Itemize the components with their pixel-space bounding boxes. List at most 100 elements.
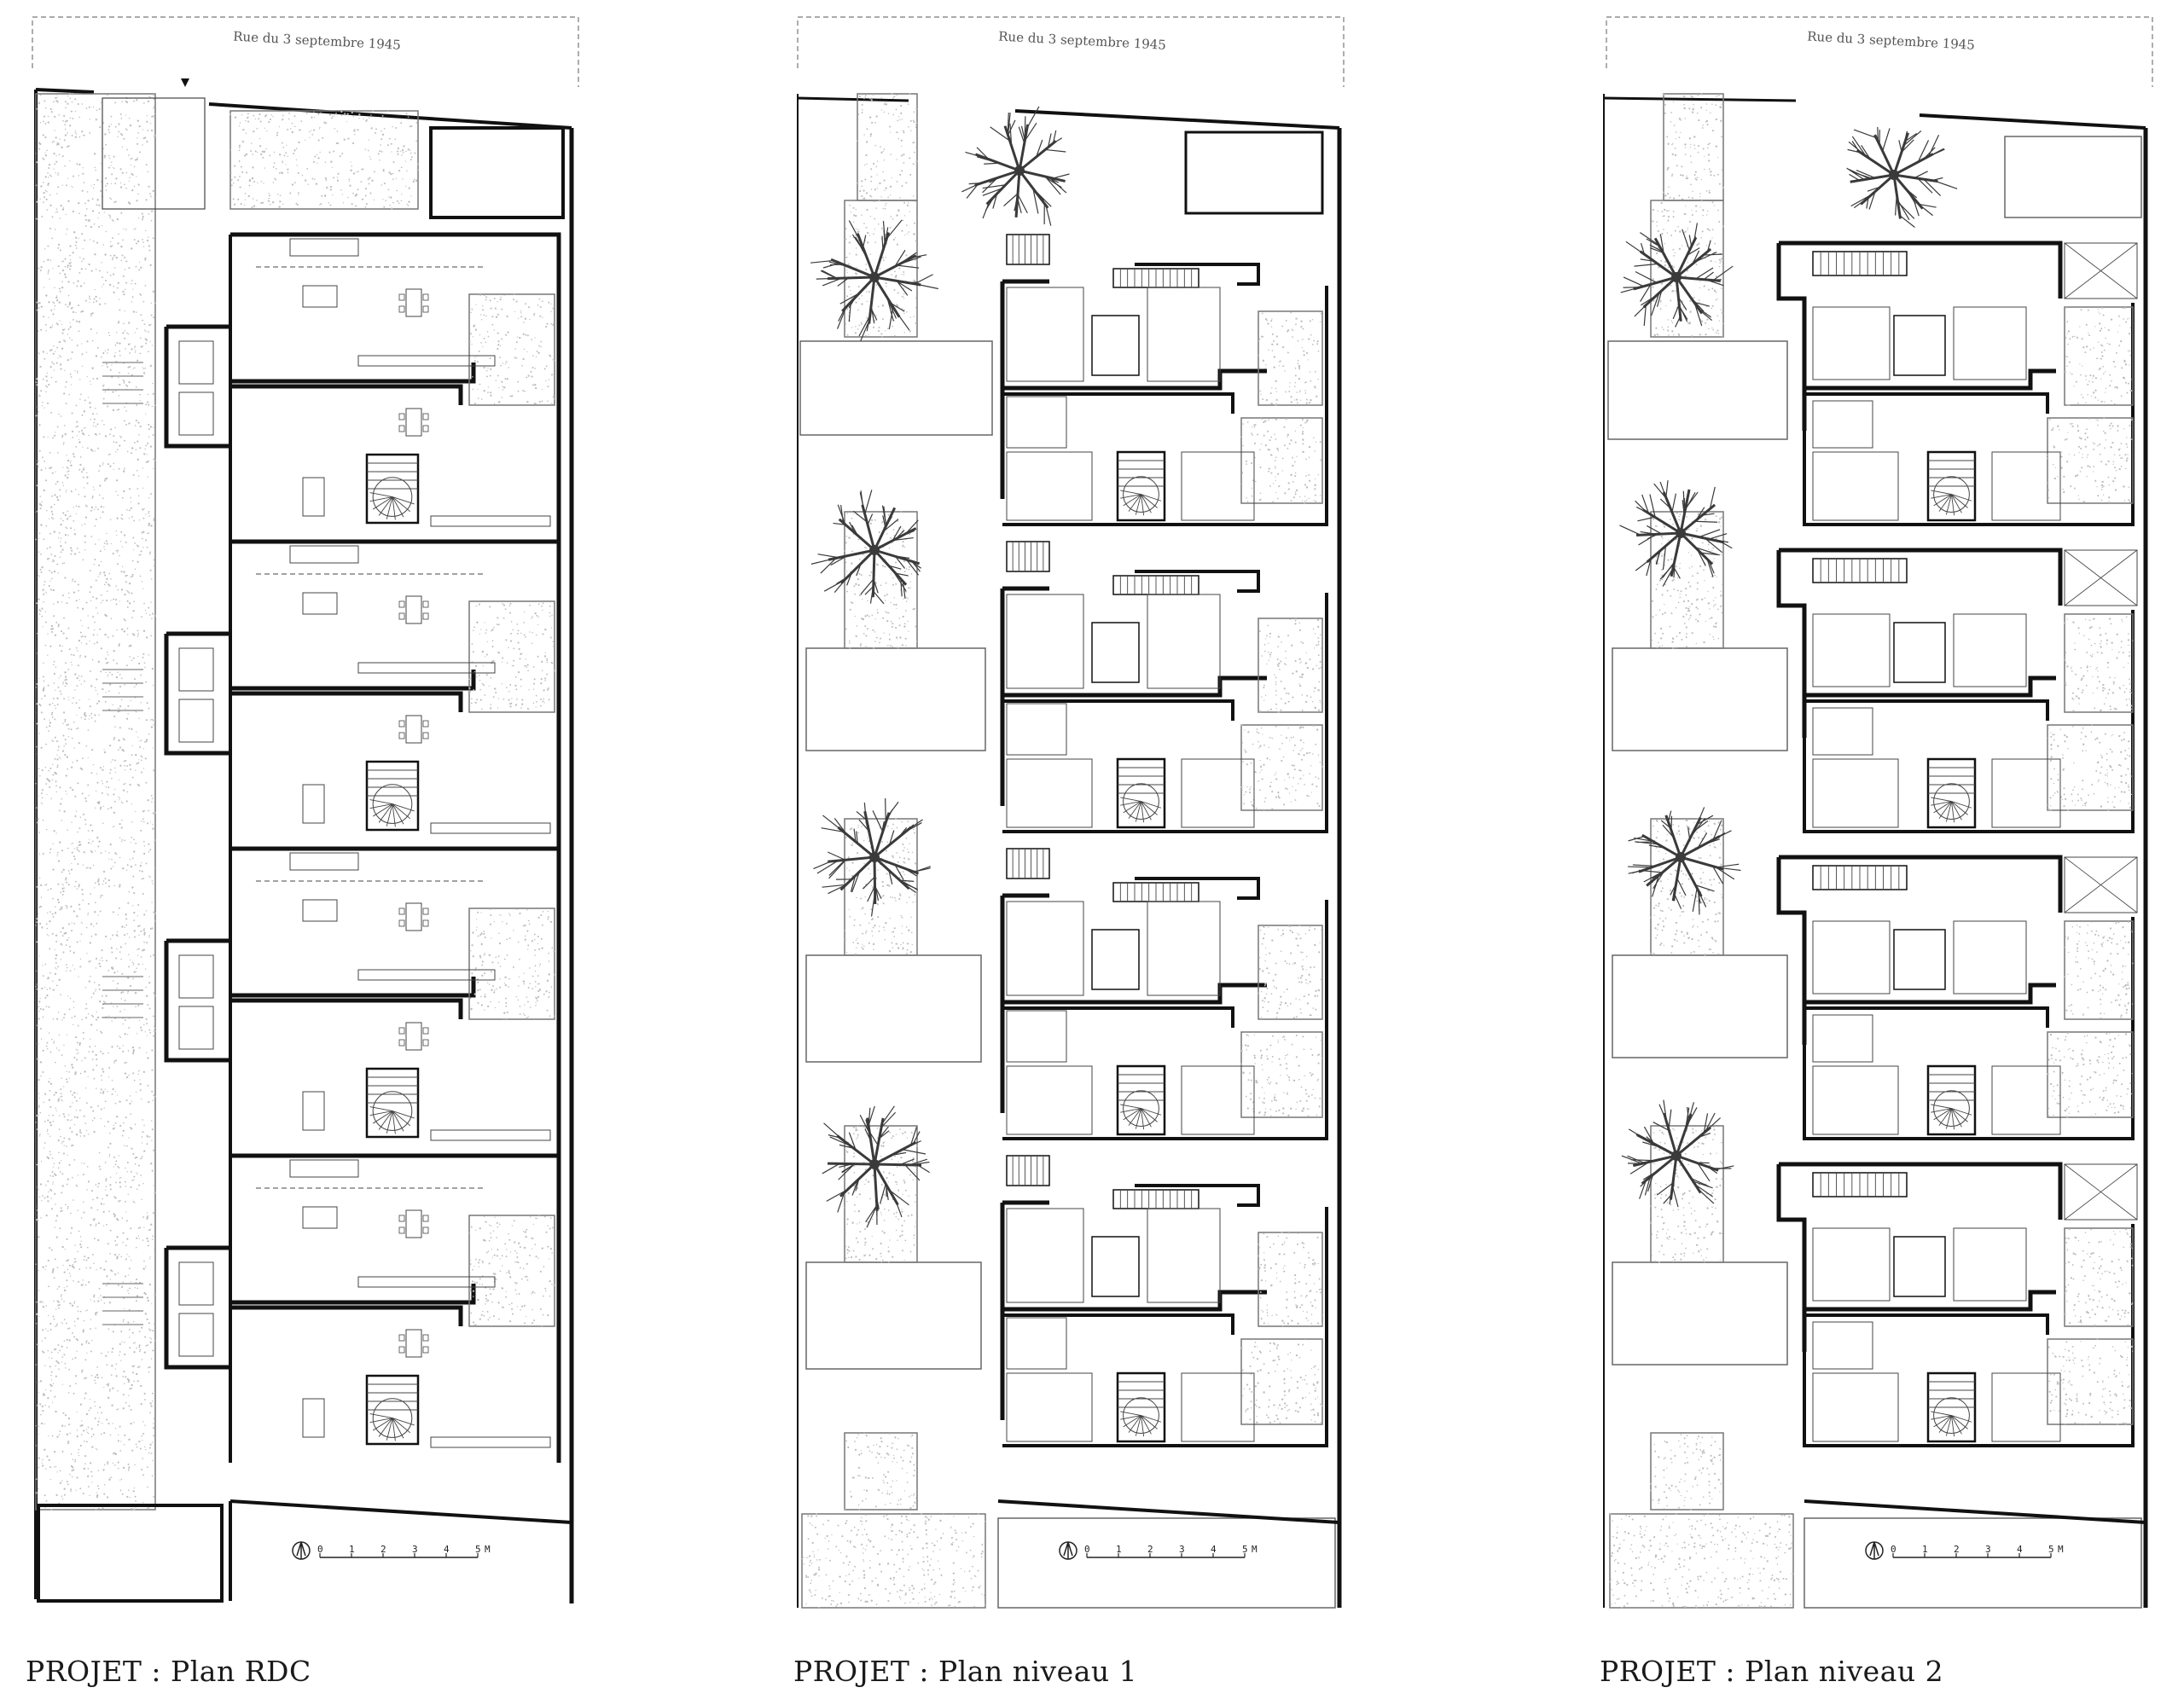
terrace-garden <box>2064 613 2134 713</box>
staircase <box>1112 1189 1199 1209</box>
bin-room-roof <box>2004 136 2142 218</box>
bedroom <box>1006 1065 1093 1135</box>
bathroom <box>1006 1010 1067 1063</box>
scale-tick-label: 5 <box>1242 1544 1248 1555</box>
dwelling-unit-niveau2 <box>1776 1162 2138 1447</box>
bedroom <box>1812 306 1891 380</box>
dwelling-unit-niveau1 <box>1000 541 1328 833</box>
plan-title-niveau2: PROJET : Plan niveau 2 <box>1600 1655 1944 1688</box>
garden-strip <box>844 1432 918 1511</box>
sofa <box>302 784 325 824</box>
coffee-table <box>302 899 338 922</box>
bedroom <box>1147 287 1221 382</box>
dwelling-unit-rdc <box>102 232 561 542</box>
bathroom <box>1893 929 1946 990</box>
tree <box>1621 1099 1734 1208</box>
spiral-staircase <box>1116 1371 1166 1443</box>
bathroom <box>1893 622 1946 683</box>
spiral-staircase <box>1116 450 1166 522</box>
sofa <box>289 1159 359 1178</box>
bedroom <box>1991 1372 2061 1442</box>
dining-table <box>398 408 429 437</box>
skylight <box>2064 242 2138 299</box>
terrace-garden <box>1258 1231 1323 1327</box>
storage-roof <box>1609 1513 1794 1609</box>
spiral-staircase <box>1926 1371 1977 1443</box>
terrace-garden <box>1258 310 1323 406</box>
terrace-garden <box>2047 1338 2134 1425</box>
scale-tick-label: 4 <box>444 1544 450 1555</box>
dwelling-unit-niveau1 <box>1000 848 1328 1140</box>
staircase <box>1112 268 1199 288</box>
bedroom <box>1006 594 1084 689</box>
dwelling-unit-rdc <box>102 846 561 1156</box>
parking-space <box>805 647 986 751</box>
spiral-staircase <box>1926 450 1977 522</box>
street-name-label: Rue du 3 septembre 1945 <box>1807 29 1976 53</box>
bedroom <box>1953 306 2027 380</box>
garage-roof <box>1804 1517 2142 1609</box>
scale-tick-label: 3 <box>412 1544 418 1555</box>
kitchen-counter <box>430 1129 551 1141</box>
spiral-staircase <box>365 1067 420 1139</box>
tree <box>810 219 938 341</box>
sofa <box>289 238 359 257</box>
terrace-garden <box>2047 417 2134 504</box>
bathroom <box>1091 929 1140 990</box>
scale-tick-label: 4 <box>1211 1544 1217 1555</box>
staircase <box>1812 865 1908 890</box>
staircase <box>1812 558 1908 583</box>
kitchen-counter <box>357 1276 496 1288</box>
dwelling-unit-rdc <box>102 1153 561 1463</box>
bathroom <box>1091 315 1140 376</box>
parking-space <box>1607 340 1788 440</box>
bedroom <box>1006 287 1084 382</box>
patio-garden <box>468 1215 555 1327</box>
wc-room <box>178 699 214 743</box>
bedroom <box>1181 758 1255 828</box>
dining-table <box>398 288 429 317</box>
coffee-table <box>302 1206 338 1229</box>
bedroom <box>1812 1372 1899 1442</box>
coffee-table <box>302 285 338 308</box>
street-band: Rue du 3 septembre 1945 <box>797 16 1345 87</box>
spiral-staircase <box>1116 1064 1166 1136</box>
wc-room <box>178 647 214 692</box>
scale-tick-label: 5 <box>2048 1544 2054 1555</box>
wc-room <box>178 340 214 385</box>
bin-room-roof <box>1184 130 1324 215</box>
scale-tick-label: 3 <box>1985 1544 1991 1555</box>
bedroom <box>1181 451 1255 521</box>
plan-title-rdc: PROJET : Plan RDC <box>26 1655 311 1688</box>
terrace-garden <box>2047 724 2134 812</box>
bedroom <box>1953 920 2027 994</box>
garden-strip <box>844 200 918 338</box>
scale-tick-label: 2 <box>1147 1544 1153 1555</box>
tree <box>1620 223 1734 328</box>
sofa <box>289 852 359 871</box>
street-name-label: Rue du 3 septembre 1945 <box>998 29 1167 53</box>
kitchen-counter <box>357 662 496 674</box>
spiral-staircase <box>1926 757 1977 829</box>
bathroom <box>1812 707 1873 756</box>
kitchen-counter <box>430 822 551 834</box>
tree <box>822 1105 930 1228</box>
bathroom <box>1893 1236 1946 1297</box>
skylight <box>2064 549 2138 606</box>
skylight <box>2064 1163 2138 1221</box>
bedroom <box>1006 451 1093 521</box>
parking-space <box>805 1261 982 1370</box>
dwelling-unit-niveau1 <box>1000 234 1328 526</box>
bedroom <box>1006 1208 1084 1303</box>
wc-room <box>178 391 214 436</box>
street-band: Rue du 3 septembre 1945 <box>32 16 579 87</box>
tree <box>1846 127 1958 228</box>
dwelling-unit-niveau2 <box>1776 241 2138 526</box>
staircase <box>1006 234 1050 265</box>
scale-tick-label: 3 <box>1179 1544 1185 1555</box>
sofa <box>302 1091 325 1131</box>
terrace-garden <box>2047 1031 2134 1118</box>
